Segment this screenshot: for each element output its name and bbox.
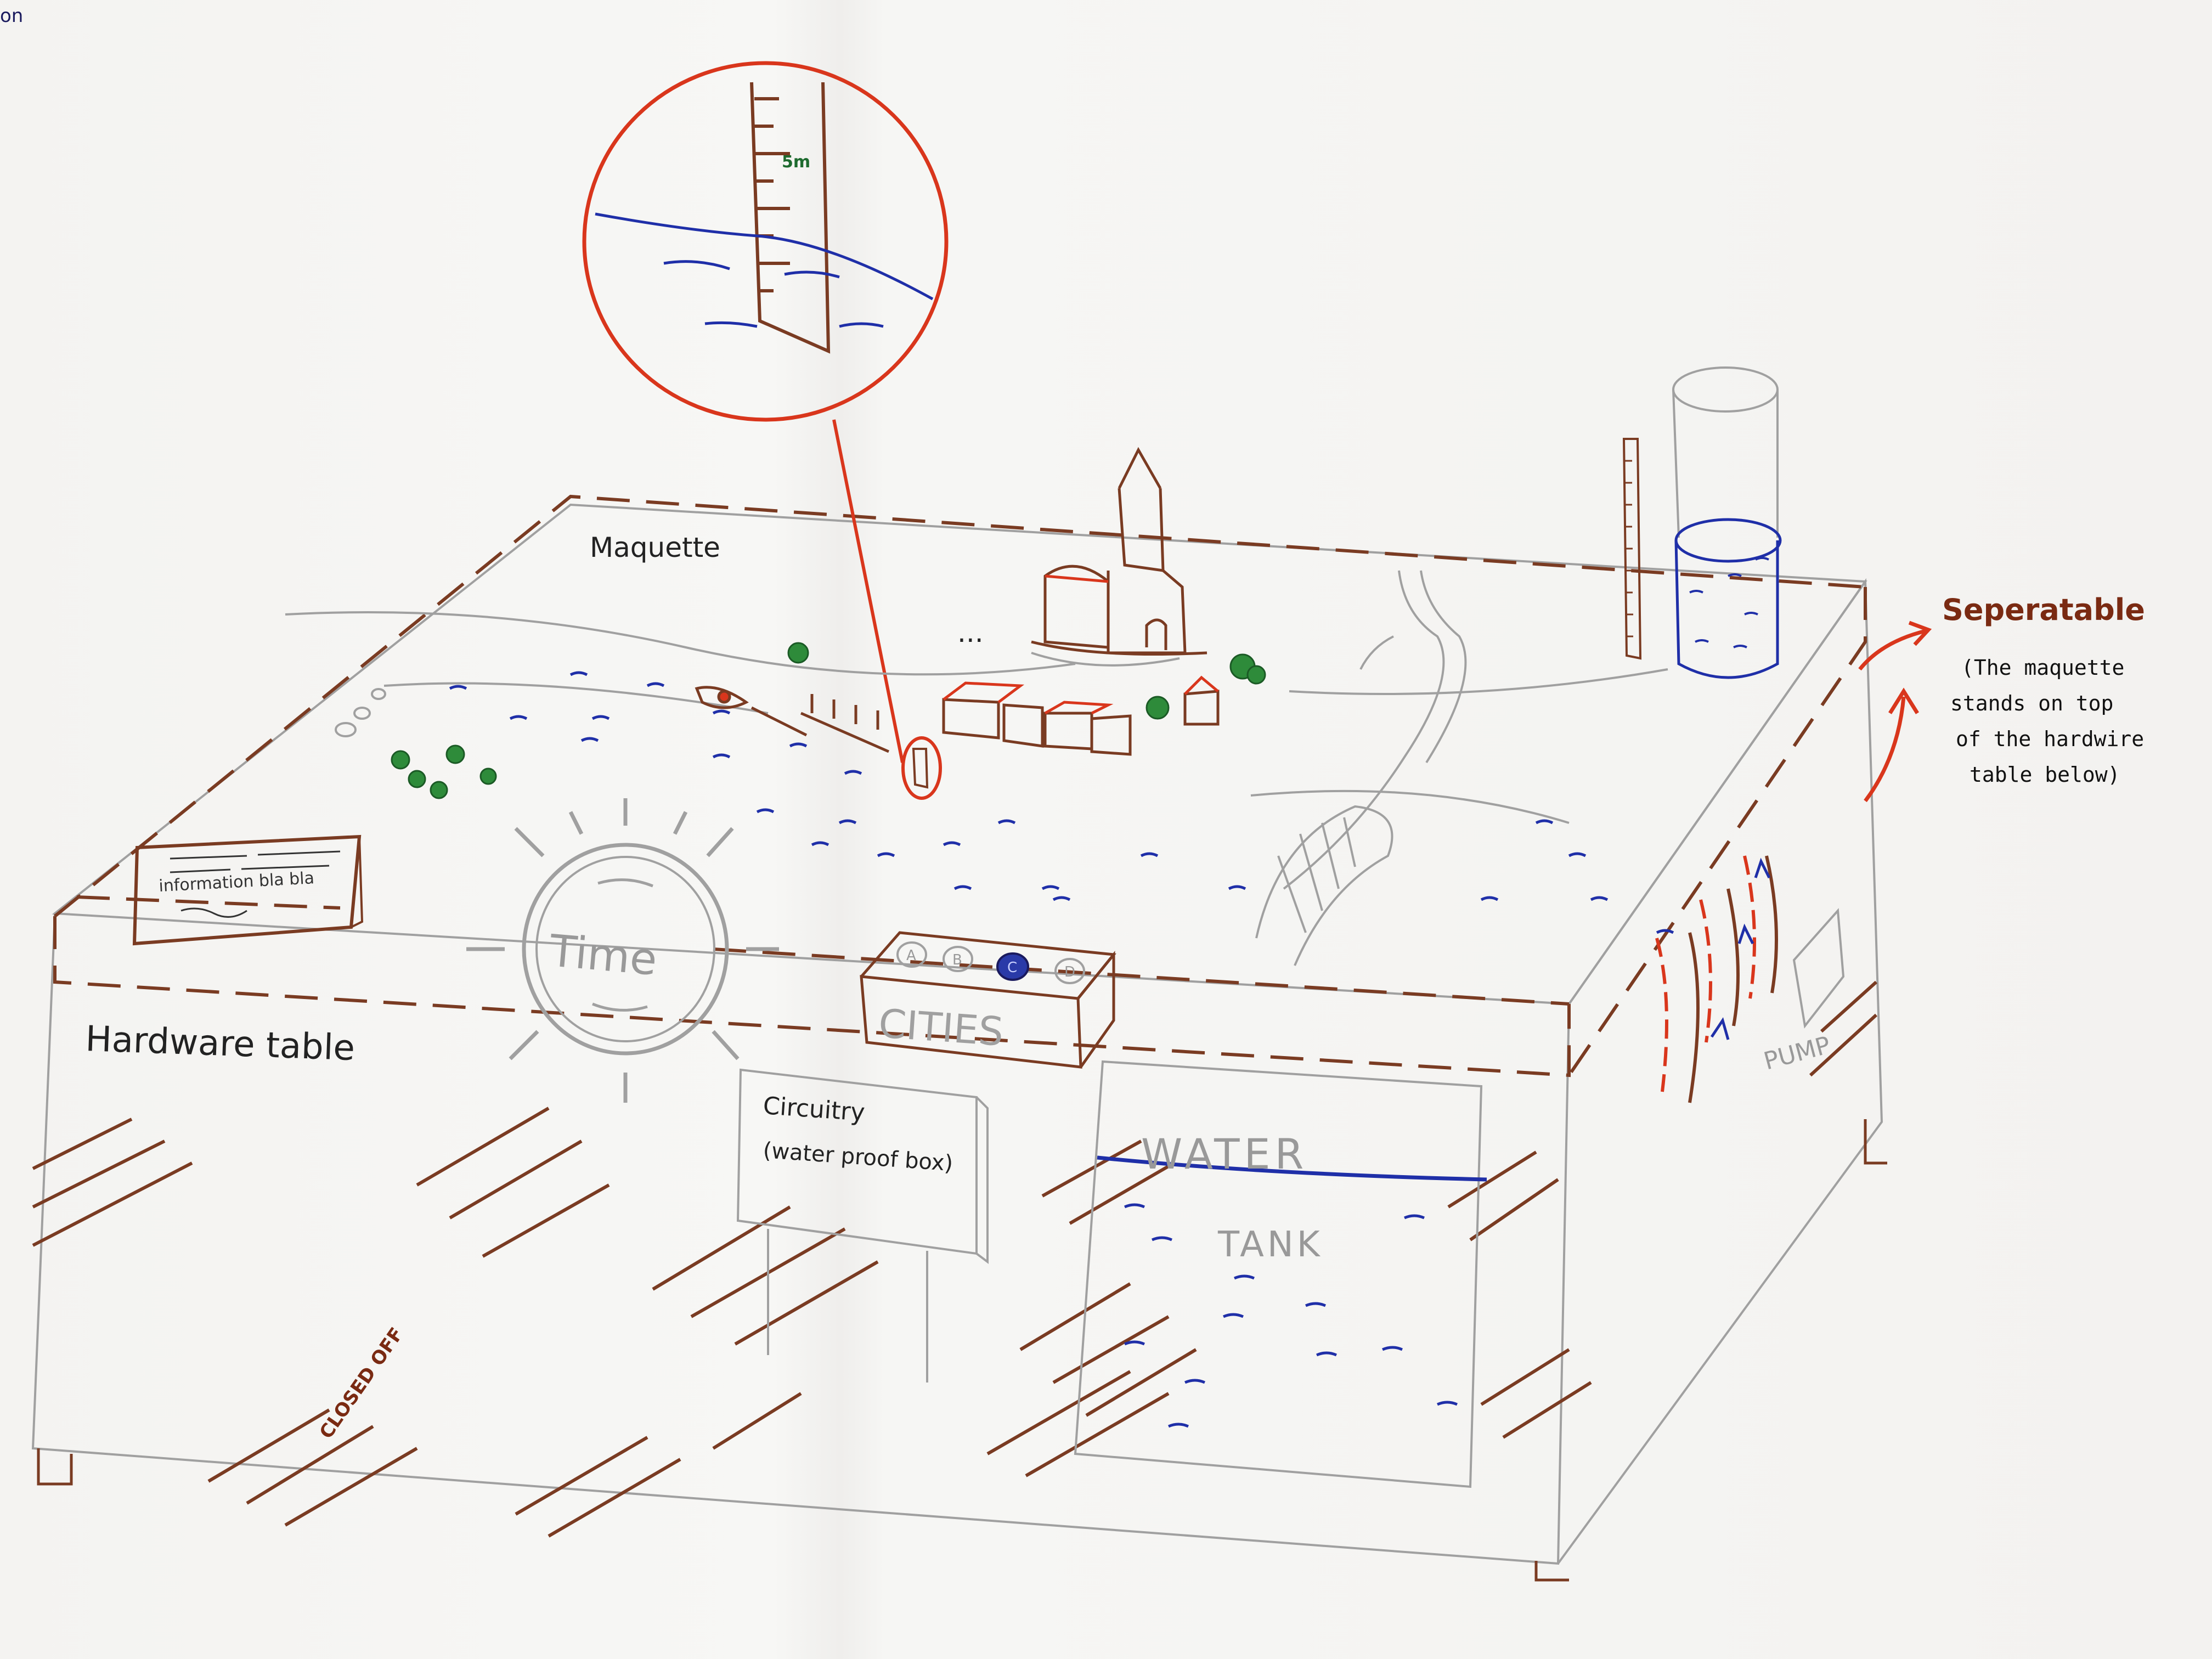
circuitry-sublabel: (water proof box) [762, 1138, 953, 1176]
corner-text: on [0, 5, 23, 27]
hardware-table-label: Hardware table [84, 1019, 356, 1069]
cities-box [860, 931, 1116, 1069]
cities-label: CITIES [877, 1000, 1005, 1055]
hardware-table [31, 503, 1887, 1582]
separatable-note-line-1: (The maquette [1961, 656, 2124, 680]
city-buttons: A B C D [896, 941, 1085, 984]
water-tank [1074, 1060, 1487, 1488]
separatable-note-line-3: of the hardwire [1956, 727, 2144, 751]
church [1031, 447, 1207, 656]
closed-off-label: CLOSED OFF [315, 1324, 408, 1443]
city-button-b[interactable] [943, 946, 973, 972]
pump [1655, 855, 1845, 1103]
separatable-note-line-2: stands on top [1950, 691, 2113, 715]
information-panel-text: information bla bla [159, 868, 315, 896]
city-button-b-label: B [952, 952, 962, 968]
time-label: Time [547, 925, 659, 985]
city-button-d-label: D [1064, 964, 1075, 980]
time-dial [466, 798, 779, 1103]
water-label: WATER [1141, 1130, 1308, 1178]
glass-hatching [32, 980, 1878, 1538]
separatable-note-line-4: table below) [1970, 763, 2120, 787]
information-panel: information bla bla [132, 834, 364, 946]
maquette-slab-outline [53, 494, 1867, 1077]
ellipsis-label: ... [957, 617, 984, 648]
maquette-label: Maquette [590, 532, 720, 563]
circuitry-box [736, 1068, 989, 1383]
city-button-d[interactable] [1054, 958, 1085, 984]
gauge-mark-label: 5m [782, 153, 810, 172]
reservoir-cylinder [1622, 366, 1782, 679]
separatable-arrows [1858, 620, 1932, 803]
city-button-a[interactable] [896, 941, 927, 968]
separatable-note: (The maquette stands on top of the hardw… [1950, 656, 2144, 787]
houses [942, 675, 1220, 756]
pump-label: PUMP [1761, 1031, 1833, 1075]
boat [695, 686, 890, 753]
gauge-magnifier: 5m [582, 61, 949, 800]
city-button-a-label: A [906, 947, 916, 964]
trees [391, 642, 1266, 799]
city-button-c-label: C [1007, 960, 1017, 976]
water-ripples [449, 671, 1674, 934]
tank-label: TANK [1217, 1224, 1323, 1265]
city-button-c[interactable] [996, 952, 1029, 981]
circuitry-label: Circuitry [762, 1092, 866, 1127]
separatable-title: Seperatable [1942, 592, 2145, 627]
